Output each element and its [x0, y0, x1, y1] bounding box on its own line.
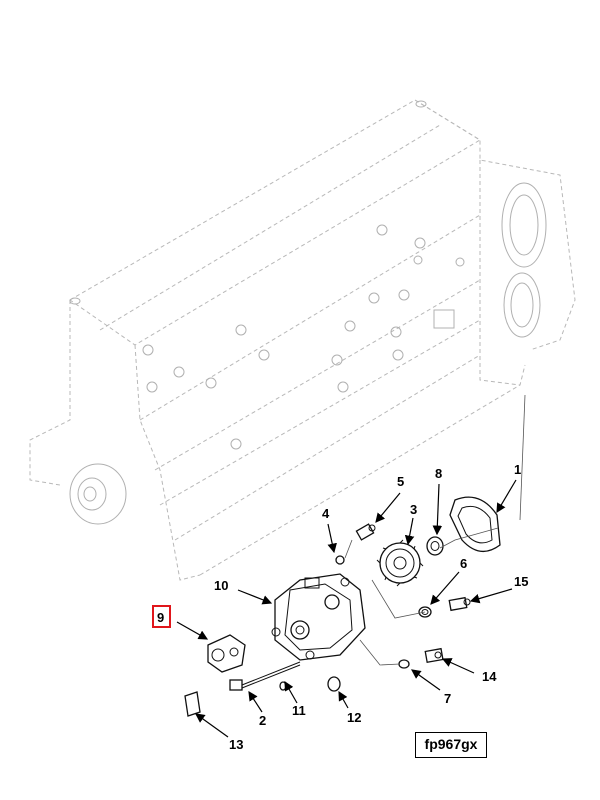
callout-2: 2 — [259, 713, 266, 728]
nut-8 — [426, 536, 444, 556]
callout-11: 11 — [292, 703, 306, 718]
leader-lines — [176, 479, 517, 738]
callout-13: 13 — [229, 737, 243, 752]
callout-7: 7 — [444, 691, 451, 706]
cover-13 — [184, 691, 201, 717]
callout-6: 6 — [460, 556, 467, 571]
o-ring-7 — [398, 659, 410, 669]
callout-3: 3 — [410, 502, 417, 517]
callout-12: 12 — [347, 710, 361, 725]
engine-block-ghost — [29, 99, 576, 581]
assembly-guides — [344, 394, 526, 666]
callout-15: 15 — [514, 574, 528, 589]
callout-8: 8 — [435, 466, 442, 481]
callout-5: 5 — [397, 474, 404, 489]
figure-reference-label: fp967gx — [415, 732, 487, 758]
fitting-14 — [424, 647, 444, 664]
callout-10: 10 — [214, 578, 228, 593]
fitting-2 — [229, 661, 301, 691]
callout-labels: 1 2 3 4 5 6 7 8 9 10 11 12 13 14 15 — [152, 462, 528, 752]
fitting-15 — [448, 596, 471, 612]
callout-9-highlight-box — [152, 605, 171, 628]
callout-4: 4 — [322, 506, 330, 521]
fitting-5 — [355, 523, 376, 541]
solenoid-9 — [207, 634, 246, 673]
o-ring-4 — [335, 555, 345, 565]
fuel-pump-10 — [271, 573, 366, 661]
o-ring-12 — [327, 676, 341, 692]
callout-1: 1 — [514, 462, 521, 477]
callout-9: 9 — [157, 610, 164, 625]
gasket-1 — [449, 496, 501, 552]
drive-gear-3 — [376, 539, 424, 587]
callout-14: 14 — [482, 669, 497, 684]
